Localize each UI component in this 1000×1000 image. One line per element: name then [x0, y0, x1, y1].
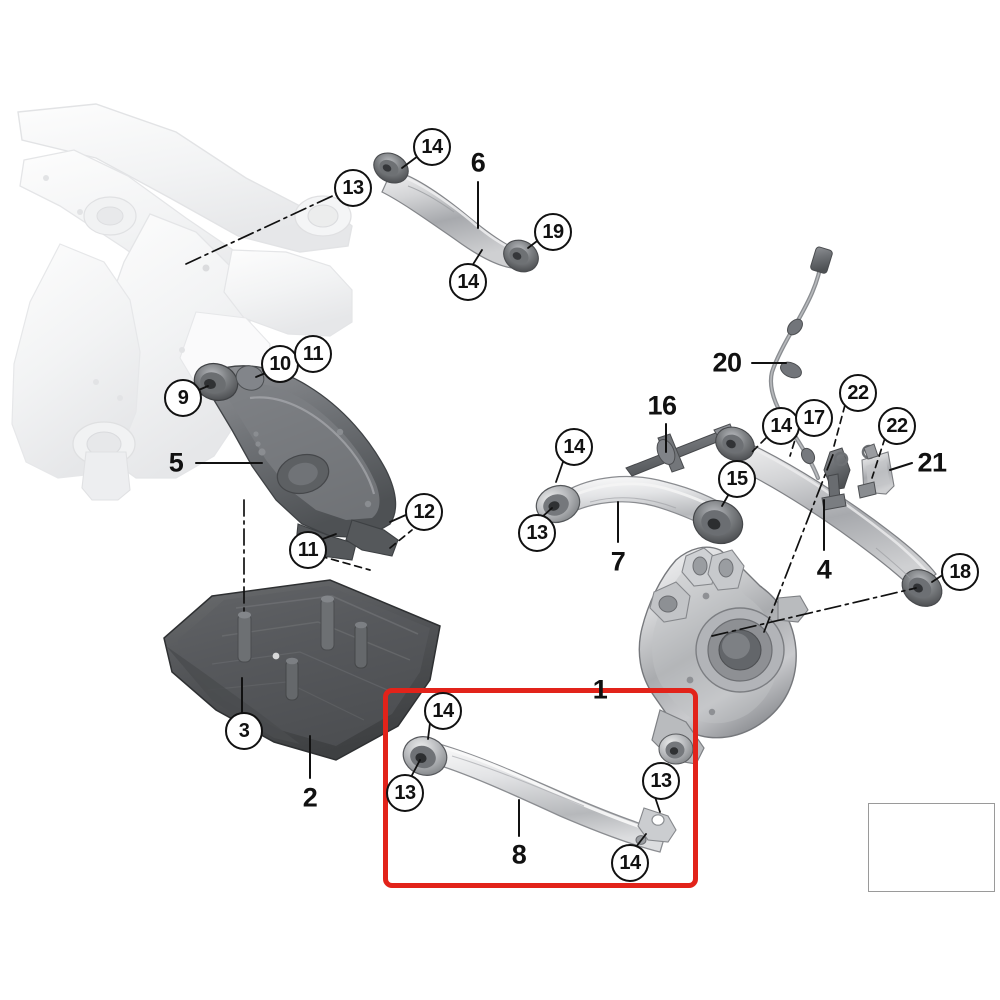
- part-label-text: 20: [712, 347, 742, 378]
- callout-bubble-18[interactable]: 18: [941, 553, 979, 591]
- callout-bubble-13[interactable]: 13: [334, 169, 372, 207]
- callout-label: 13: [526, 522, 548, 544]
- callout-bubble-13[interactable]: 13: [518, 514, 556, 552]
- callout-label: 14: [770, 415, 792, 437]
- callout-bubble-14[interactable]: 14: [449, 263, 487, 301]
- part-2-underbody-shield: [163, 579, 441, 761]
- callout-label: 13: [394, 782, 416, 804]
- callout-label: 3: [238, 720, 250, 742]
- part-label-text: 6: [470, 147, 486, 178]
- part-5-lower-control-arm: [193, 362, 399, 561]
- callout-label: 19: [542, 221, 564, 243]
- callout-label: 13: [650, 770, 672, 792]
- part-label-20[interactable]: 20: [712, 347, 742, 378]
- callout-bubble-15[interactable]: 15: [718, 460, 756, 498]
- part-label-text: 7: [610, 546, 626, 577]
- part-label-7[interactable]: 7: [610, 546, 626, 577]
- part-label-6[interactable]: 6: [470, 147, 486, 178]
- callout-label: 22: [847, 382, 869, 404]
- callout-label: 14: [619, 852, 641, 874]
- callout-label: 10: [269, 353, 291, 375]
- callout-label: 12: [413, 501, 435, 523]
- direction-of-travel-legend: [868, 803, 995, 892]
- callout-bubble-14[interactable]: 14: [611, 844, 649, 882]
- part-label-2[interactable]: 2: [302, 782, 318, 813]
- callout-bubble-11[interactable]: 11: [294, 335, 332, 373]
- part-6-upper-transverse-link: [373, 152, 539, 273]
- callout-bubble-13[interactable]: 13: [642, 762, 680, 800]
- callout-bubble-14[interactable]: 14: [424, 692, 462, 730]
- part-label-21[interactable]: 21: [917, 447, 947, 478]
- part-label-8[interactable]: 8: [511, 839, 527, 870]
- callout-bubble-22[interactable]: 22: [839, 374, 877, 412]
- part-label-text: 5: [168, 447, 184, 478]
- part-3-shield-studs: [237, 595, 368, 701]
- callout-bubble-14[interactable]: 14: [555, 428, 593, 466]
- callout-label: 14: [432, 700, 454, 722]
- callout-label: 14: [421, 136, 443, 158]
- callout-label: 17: [803, 407, 825, 429]
- part-label-text: 21: [917, 447, 947, 478]
- callout-bubble-13[interactable]: 13: [386, 774, 424, 812]
- center-alignment-lines: [185, 191, 917, 637]
- callout-bubble-14[interactable]: 14: [762, 407, 800, 445]
- callout-bubble-3[interactable]: 3: [225, 712, 263, 750]
- part-17-sensor-bracket: [821, 447, 851, 511]
- callout-label: 14: [457, 271, 479, 293]
- part-label-text: 2: [302, 782, 318, 813]
- callout-bubble-14[interactable]: 14: [413, 128, 451, 166]
- callout-bubble-19[interactable]: 19: [534, 213, 572, 251]
- rear-wheel-carrier-knuckle: [638, 546, 809, 765]
- part-label-text: 8: [511, 839, 527, 870]
- callout-label: 18: [949, 561, 971, 583]
- callout-bubble-9[interactable]: 9: [164, 379, 202, 417]
- part-label-text: 1: [592, 674, 608, 705]
- callout-bubble-11[interactable]: 11: [289, 531, 327, 569]
- leader-lines: [195, 181, 913, 837]
- callout-label: 11: [302, 343, 324, 365]
- part-4-rear-toe-link: [715, 426, 943, 607]
- part-label-1[interactable]: 1: [592, 674, 608, 705]
- part-label-text: 4: [816, 554, 832, 585]
- part-7-front-upper-control-arm: [535, 475, 744, 545]
- callout-label: 14: [563, 436, 585, 458]
- dashed-pointer-lines: [319, 404, 886, 571]
- callout-bubble-22[interactable]: 22: [878, 407, 916, 445]
- callout-bubble-17[interactable]: 17: [795, 399, 833, 437]
- callout-bubble-12[interactable]: 12: [405, 493, 443, 531]
- callout-label: 22: [886, 415, 908, 437]
- part-label-16[interactable]: 16: [647, 390, 677, 421]
- part-label-text: 16: [647, 390, 677, 421]
- part-label-4[interactable]: 4: [816, 554, 832, 585]
- part-21-brake-hose-bracket: [857, 443, 895, 499]
- part-20-wheel-speed-sensor-cable: [768, 246, 833, 481]
- callout-label: 15: [726, 468, 748, 490]
- part-8-camber-control-arm: [402, 736, 677, 853]
- callout-label: 11: [297, 539, 319, 561]
- part-label-5[interactable]: 5: [168, 447, 184, 478]
- callout-label: 9: [177, 387, 189, 409]
- callout-label: 13: [342, 177, 364, 199]
